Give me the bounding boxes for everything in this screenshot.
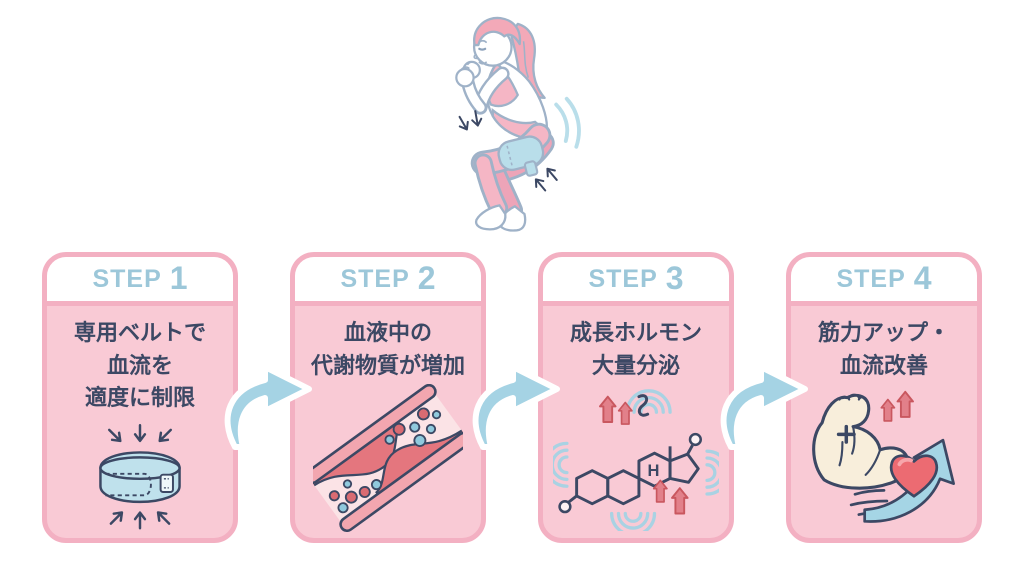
step-number: 1	[169, 260, 188, 296]
step-number: 2	[417, 260, 436, 296]
blood-vessel-metabolites-icon	[295, 382, 481, 538]
ring-letter: H	[648, 461, 660, 480]
step-label: STEP	[340, 264, 410, 293]
eye	[478, 47, 487, 51]
oxygen-atom	[558, 500, 572, 514]
eyebrow	[478, 39, 487, 44]
oxygen-atom	[688, 432, 702, 447]
step-2-header: STEP 2	[295, 257, 481, 306]
step-4-header: STEP 4	[791, 257, 977, 306]
step-4-title: 筋力アップ・ 血流改善	[817, 320, 950, 378]
step-label: STEP	[836, 264, 906, 293]
hair	[473, 16, 522, 47]
squatting-woman-illustration	[416, 2, 608, 234]
muscle-heart-icon	[791, 382, 977, 538]
step-3-title: 成長ホルモン 大量分泌	[569, 320, 702, 378]
step-number: 3	[665, 260, 684, 296]
radiating-arcs	[553, 389, 719, 532]
strength-up-arrows	[880, 390, 914, 422]
squatting-woman-svg	[455, 16, 581, 232]
step-1-title: 専用ベルトで 血流を 適度に制限	[73, 320, 206, 411]
step-2-title: 血液中の 代謝物質が増加	[310, 320, 465, 378]
step-card-1: STEP 1 専用ベルトで 血流を 適度に制限	[42, 252, 238, 543]
plus-icon	[836, 424, 856, 444]
step-1-header: STEP 1	[47, 257, 233, 306]
step-label: STEP	[588, 264, 658, 293]
shoe	[474, 204, 507, 231]
motion-arc-icon	[554, 102, 570, 143]
nose	[473, 54, 478, 60]
step-number: 4	[913, 260, 932, 296]
flow-arrow-icon	[720, 364, 808, 450]
squiggle	[637, 394, 650, 417]
motion-arc-icon	[564, 96, 581, 149]
mouth	[478, 61, 487, 65]
secretion-arrows	[599, 395, 689, 515]
flow-arrow-icon	[224, 364, 312, 450]
flow-arrow-icon	[472, 364, 560, 450]
belt-compression-icon	[47, 415, 233, 538]
bfr-band	[497, 135, 545, 177]
step-card-2: STEP 2 血液中の 代謝物質が増加	[290, 252, 486, 543]
growth-hormone-molecule-icon: H	[543, 382, 729, 538]
clasped-hands	[455, 60, 481, 88]
step-label: STEP	[92, 264, 162, 293]
pressure-arrows	[458, 110, 558, 192]
step-3-header: STEP 3	[543, 257, 729, 306]
heart-icon	[889, 454, 939, 498]
